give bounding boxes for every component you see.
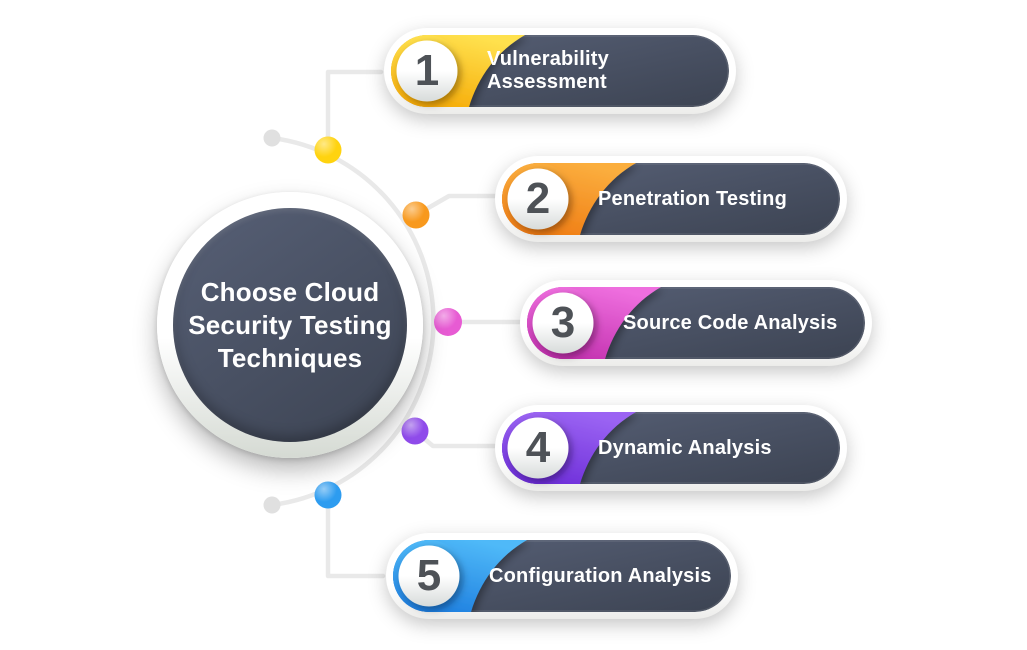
step-4-number: 4 [525,423,551,472]
central-circle: Choose Cloud Security Testing Techniques [157,192,423,458]
step-3-number: 3 [550,298,576,347]
arc-end-dot-top [263,129,281,147]
connector-step-1 [325,69,384,153]
step-4-item: 4 Dynamic Analysis [494,404,848,492]
step-5-label: Configuration Analysis [489,564,712,587]
step-1-pill-background [384,28,736,114]
step-4-pill-background [495,405,847,491]
step-4-label: Dynamic Analysis [598,436,772,459]
step-5-item: 5 Configuration Analysis [385,532,739,620]
arc-end-dot-bottom [263,496,281,514]
step-2-number: 2 [525,174,551,223]
step-4-dot [401,417,429,445]
step-1-dot [314,136,342,164]
central-title-line: Choose Cloud [200,276,380,307]
step-1-label: Vulnerability Assessment [487,48,609,93]
step-3-label: Source Code Analysis [623,311,838,334]
step-2-item: 2 Penetration Testing [494,155,848,243]
step-1-item: 1 Vulnerability Assessment [383,27,737,115]
step-3-pill-background [520,280,872,366]
central-title-line: Security Testing [188,309,392,340]
step-3-dot [434,308,462,336]
connector-step-5 [325,492,386,579]
step-1-number: 1 [414,46,440,95]
central-title-line: Techniques [217,342,363,373]
step-2-label: Penetration Testing [598,187,788,210]
step-2-dot [402,201,430,229]
step-3-item: 3 Source Code Analysis [519,279,873,367]
central-circle-body: Choose Cloud Security Testing Techniques [173,208,407,442]
timeline-arc [269,135,436,508]
step-2-pill-background [495,156,847,242]
step-5-number: 5 [416,551,442,600]
step-5-pill-background [386,533,738,619]
step-5-dot [314,481,342,509]
